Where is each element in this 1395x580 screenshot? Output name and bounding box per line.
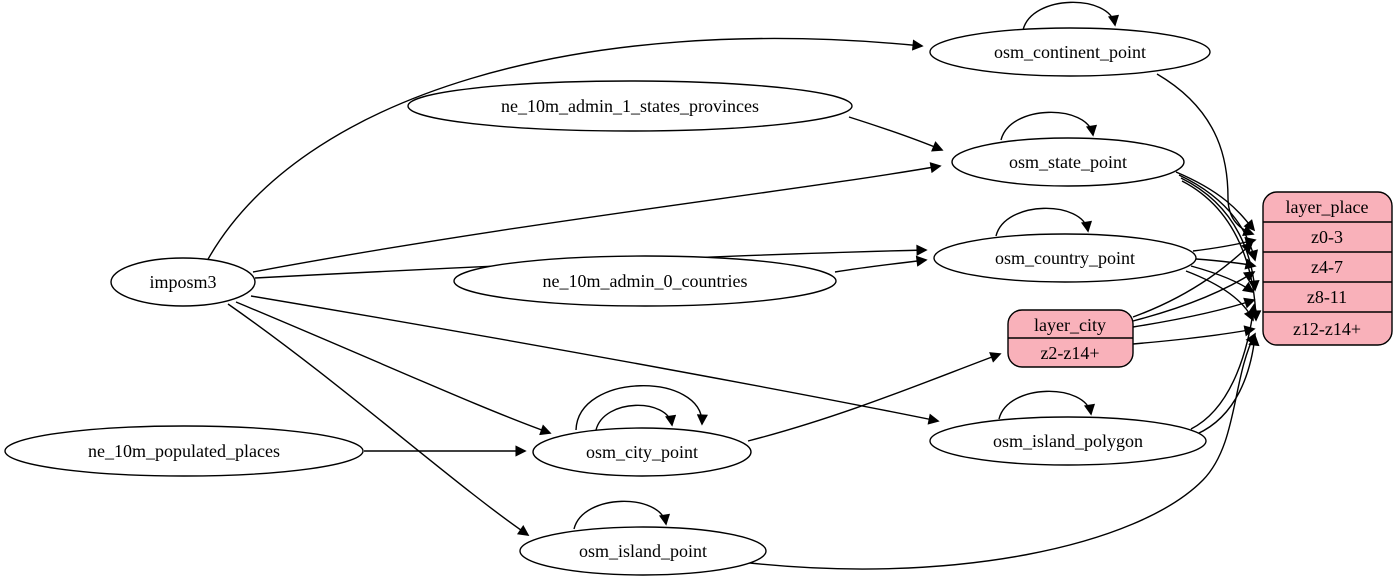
self-loop-osm_continent_point <box>1022 1 1119 31</box>
osm_continent_point-ellipse <box>929 27 1211 77</box>
edge-osm_island_point-layer_place-z12-z14 <box>740 332 1256 570</box>
edge-ne_10m_admin_0_countries-osm_country_point <box>834 255 928 273</box>
ne_10m_admin_1_states_provinces-label: ne_10m_admin_1_states_provinces <box>501 96 759 116</box>
osm_island_point-label: osm_island_point <box>579 541 707 561</box>
osm_state_point-label: osm_state_point <box>1009 152 1127 172</box>
imposm3-ellipse <box>110 257 256 307</box>
self-loop-osm_city_point-outer <box>575 385 708 431</box>
edge-osm_island_polygon-layer_place-z8-11 <box>1190 303 1259 430</box>
node-ne_10m_admin_1_states_provinces: ne_10m_admin_1_states_provinces <box>407 80 853 132</box>
ne_10m_populated_places-label: ne_10m_populated_places <box>88 441 280 461</box>
edge-imposm3-osm_island_point <box>227 303 530 536</box>
layer_city-row-z2-z14: z2-z14+ <box>1040 343 1099 363</box>
node-ne_10m_populated_places: ne_10m_populated_places <box>4 425 364 477</box>
edge-imposm3-osm_continent_point <box>206 37 924 262</box>
layer_place-box <box>1262 191 1393 346</box>
layer_place-row-z8-11: z8-11 <box>1307 287 1347 307</box>
osm_city_point-label: osm_city_point <box>586 442 698 462</box>
node-osm_city_point: osm_city_point <box>532 427 752 477</box>
ne_10m_admin_0_countries-ellipse <box>453 255 837 307</box>
node-osm_island_polygon: osm_island_polygon <box>929 416 1207 466</box>
edge-layer_city-layer_place-z12-z14 <box>1132 325 1256 345</box>
ne_10m_admin_0_countries-label: ne_10m_admin_0_countries <box>543 271 748 291</box>
osm_continent_point-label: osm_continent_point <box>994 42 1146 62</box>
self-loop-osm_city_point-inner <box>595 404 677 431</box>
edge-osm_country_point-layer_place-z0-3 <box>1192 236 1257 252</box>
osm_island_polygon-label: osm_island_polygon <box>993 431 1143 451</box>
edge-osm_country_point-layer_place-z12-z14 <box>1185 270 1255 322</box>
edge-osm_country_point-layer_place-z8-11 <box>1190 265 1255 293</box>
layer_place-row-z0-3: z0-3 <box>1311 227 1343 247</box>
layer_place-row-z12-z14: z12-z14+ <box>1293 319 1361 339</box>
edge-imposm3-osm_island_polygon <box>250 295 940 425</box>
self-loop-osm_state_point <box>1000 111 1097 141</box>
edge-osm_continent_point-layer_place-z0-3 <box>1156 73 1255 237</box>
layer_place-title: layer_place <box>1286 197 1369 217</box>
edge-osm_island_polygon-layer_place-z12-z14 <box>1196 334 1260 435</box>
record-layer_city: layer_city z2-z14+ <box>1007 309 1134 368</box>
node-ne_10m_admin_0_countries: ne_10m_admin_0_countries <box>453 255 837 307</box>
osm_island_point-ellipse <box>519 526 767 576</box>
edges <box>206 1 1262 570</box>
self-loop-osm_country_point <box>995 207 1092 237</box>
edge-imposm3-osm_state_point <box>252 162 942 273</box>
edge-imposm3-osm_city_point <box>235 301 552 436</box>
node-osm_continent_point: osm_continent_point <box>929 27 1211 77</box>
osm_country_point-ellipse <box>933 233 1197 283</box>
ne_10m_populated_places-ellipse <box>4 425 364 477</box>
edge-layer_city-layer_place-z0-3 <box>1132 241 1254 318</box>
edge-ne_10m_admin_1_states_provinces-osm_state_point <box>848 116 944 152</box>
layer_place-row-z4-7: z4-7 <box>1311 257 1343 277</box>
self-loop-osm_island_polygon <box>998 390 1095 420</box>
node-imposm3: imposm3 <box>110 257 256 307</box>
node-osm_island_point: osm_island_point <box>519 526 767 576</box>
edge-layer_city-layer_place-z8-11 <box>1132 297 1256 328</box>
edge-osm_city_point-layer_city <box>747 352 1002 442</box>
osm_island_polygon-ellipse <box>929 416 1207 466</box>
record-layer_place: layer_place z0-3 z4-7 z8-11 z12-z14+ <box>1262 191 1393 346</box>
osm_city_point-ellipse <box>532 427 752 477</box>
imposm3-label: imposm3 <box>149 272 216 292</box>
node-osm_state_point: osm_state_point <box>951 137 1185 187</box>
osm_state_point-ellipse <box>951 137 1185 187</box>
edge-layer_city-layer_place-z4-7 <box>1132 271 1256 322</box>
self-loop-osm_island_point <box>573 500 670 530</box>
ne_10m_admin_1_states_provinces-ellipse <box>407 80 853 132</box>
osm_country_point-label: osm_country_point <box>995 248 1135 268</box>
edge-osm_state_point-layer_place-z0-3 <box>1175 171 1256 232</box>
layer_city-title: layer_city <box>1034 315 1106 335</box>
node-osm_country_point: osm_country_point <box>933 233 1197 283</box>
